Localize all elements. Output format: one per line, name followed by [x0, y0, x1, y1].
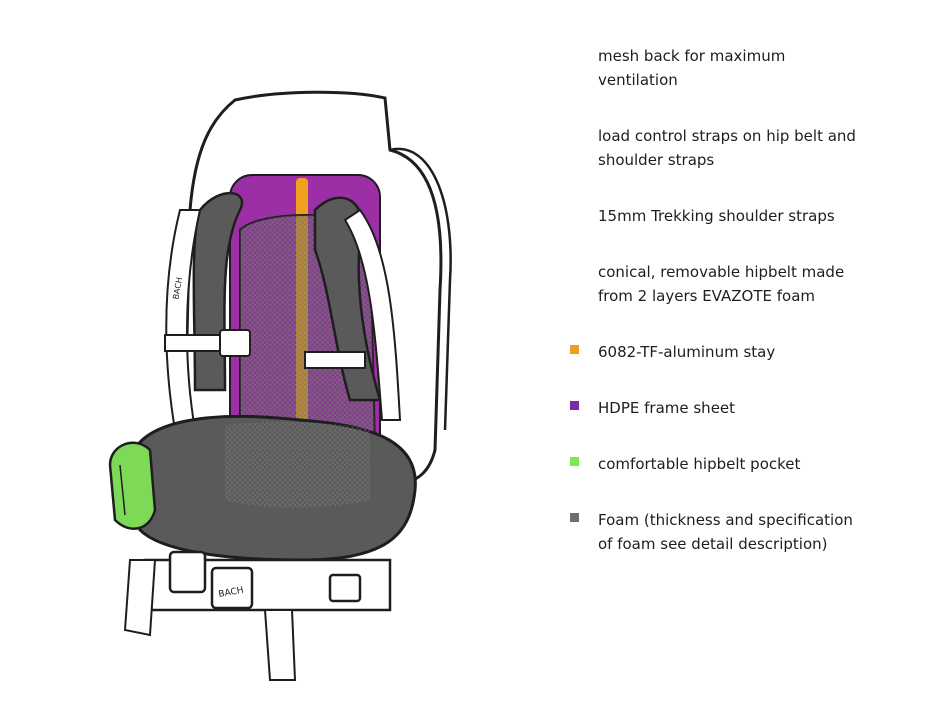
legend-item: Foam (thickness and specification of foa…: [570, 508, 870, 556]
chest-strap-left: [164, 334, 226, 352]
legend-label: Foam (thickness and specification of foa…: [598, 511, 853, 553]
legend-item: comfortable hipbelt pocket: [570, 452, 870, 476]
pocket-zipper: [119, 464, 126, 516]
legend-item: 15mm Trekking shoulder straps: [570, 204, 870, 228]
hipbelt-buckle-right: [210, 566, 254, 610]
legend-swatch: [570, 265, 579, 274]
legend-swatch: [570, 345, 579, 354]
right-dangling-strap: [263, 609, 297, 681]
side-compression-outline: [389, 147, 452, 431]
legend-item: HDPE frame sheet: [570, 396, 870, 420]
legend-label: HDPE frame sheet: [598, 399, 736, 417]
legend-swatch: [570, 49, 579, 58]
legend-swatch: [570, 457, 579, 466]
legend-label: load control straps on hip belt and shou…: [598, 127, 856, 169]
legend-item: 6082-TF-aluminum stay: [570, 340, 870, 364]
legend-swatch: [570, 401, 579, 410]
legend-swatch: [570, 513, 579, 522]
legend-label: 6082-TF-aluminum stay: [598, 343, 776, 361]
right-strap-webbing: [343, 208, 402, 421]
right-shoulder-strap: [313, 196, 382, 402]
chest-strap-right: [304, 351, 366, 369]
hipbelt-pocket: [108, 441, 157, 530]
legend-item: conical, removable hipbelt made from 2 l…: [570, 260, 870, 308]
hipbelt-inner-mesh: [225, 421, 370, 508]
hipbelt-buckle-left: [168, 550, 207, 594]
legend-label: mesh back for maximum ventilation: [598, 47, 786, 89]
left-dangling-strap: [123, 559, 157, 637]
strap-logo: BACH: [171, 277, 184, 301]
hipbelt-tension-buckle: [328, 573, 362, 603]
legend-swatch: [570, 129, 579, 138]
legend-label: comfortable hipbelt pocket: [598, 455, 801, 473]
legend-label: conical, removable hipbelt made from 2 l…: [598, 263, 845, 305]
legend-item: load control straps on hip belt and shou…: [570, 124, 870, 172]
legend-item: mesh back for maximum ventilation: [570, 44, 870, 92]
buckle-logo: BACH: [218, 586, 245, 600]
legend-label: 15mm Trekking shoulder straps: [598, 207, 835, 225]
chest-strap-buckle: [219, 329, 251, 357]
legend-swatch: [570, 209, 579, 218]
backpack-illustration: BACH BACH: [108, 90, 452, 681]
